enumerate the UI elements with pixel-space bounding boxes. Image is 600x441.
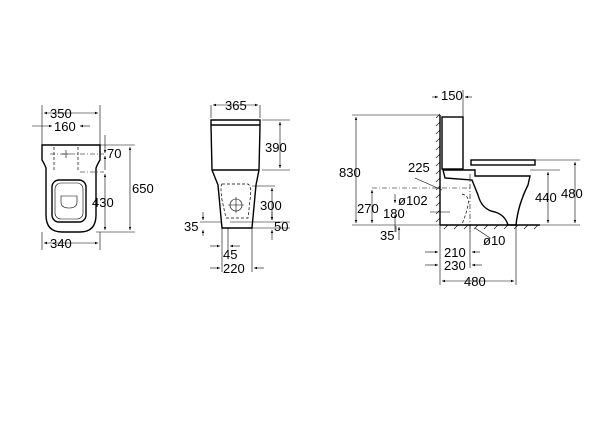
- tank: [441, 116, 464, 170]
- dim-35: 35: [184, 219, 198, 234]
- dim-230: 230: [444, 258, 466, 273]
- dim-45: 45: [223, 247, 237, 262]
- dim-350: 350: [50, 106, 72, 121]
- dim-70: 70: [107, 146, 121, 161]
- dim-390: 390: [265, 140, 287, 155]
- dim-225: 225: [408, 160, 430, 175]
- top-view: 350 160 70 650 430 340: [32, 105, 154, 251]
- dim-340: 340: [50, 236, 72, 251]
- dim-210: 210: [444, 245, 466, 260]
- dim-365: 365: [225, 98, 247, 113]
- dim-440: 440: [535, 190, 557, 205]
- dim-160: 160: [54, 119, 76, 134]
- front-view: 365 390 300 50 35 45 220: [184, 98, 290, 276]
- seat: [470, 159, 536, 166]
- dim-220: 220: [223, 261, 245, 276]
- dim-50: 50: [274, 219, 288, 234]
- dim-fixing-diameter: ø10: [483, 233, 505, 248]
- dim-300: 300: [260, 198, 282, 213]
- side-view: 150 830 225 270 180 ø102 35 ø10 210 230 …: [339, 88, 583, 289]
- seat-lid: [51, 179, 87, 223]
- dim-480-height: 480: [561, 186, 583, 201]
- dim-270: 270: [357, 201, 379, 216]
- front-view-outline: [210, 119, 261, 229]
- dim-pipe-diameter: ø102: [398, 193, 428, 208]
- dim-830: 830: [339, 165, 361, 180]
- dim-180: 180: [383, 206, 405, 221]
- bowl: [442, 169, 531, 226]
- dim-480-depth: 480: [464, 274, 486, 289]
- dim-35-side: 35: [380, 228, 394, 243]
- top-view-outline: [41, 144, 101, 233]
- dim-430: 430: [92, 195, 114, 210]
- dim-150: 150: [441, 88, 463, 103]
- dim-650: 650: [132, 181, 154, 196]
